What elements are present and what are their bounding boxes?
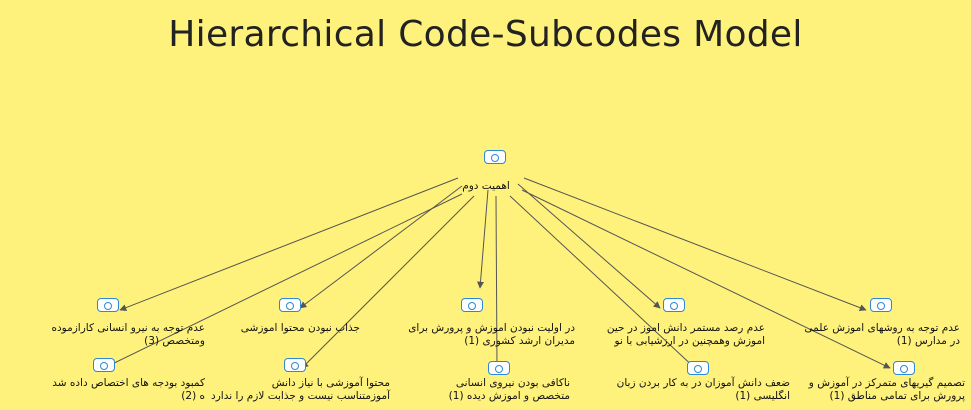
subcode-icon-2[interactable] [279,298,301,312]
root-code-icon[interactable] [484,150,506,164]
subcode-icon-3[interactable] [461,298,483,312]
subcode-icon-10[interactable] [893,361,915,375]
subcode-icon-5[interactable] [870,298,892,312]
edge-root-to-subcode-6 [103,193,463,369]
subcode-icon-7[interactable] [284,358,306,372]
edge-root-to-subcode-1 [119,177,459,311]
subcode-icon-8[interactable] [488,361,510,375]
edge-root-to-subcode-10 [521,189,891,369]
edge-root-to-subcode-3 [477,189,489,289]
edge-root-to-subcode-4 [517,183,661,309]
edge-root-to-subcode-2 [299,185,463,309]
edge-root-to-subcode-5 [523,177,867,311]
diagram-title: Hierarchical Code-Subcodes Model [168,14,803,55]
subcode-icon-1[interactable] [97,298,119,312]
subcode-icon-6[interactable] [93,358,115,372]
edge-root-to-subcode-9 [509,195,698,371]
root-code-label[interactable]: اهمیت دوم [462,180,510,192]
subcode-icon-4[interactable] [663,298,685,312]
edge-root-to-subcode-8 [493,195,501,369]
edge-root-to-subcode-7 [301,195,475,369]
subcode-label-2[interactable]: جذاب نبودن محتوا اموزشی [240,322,360,334]
subcode-icon-9[interactable] [687,361,709,375]
